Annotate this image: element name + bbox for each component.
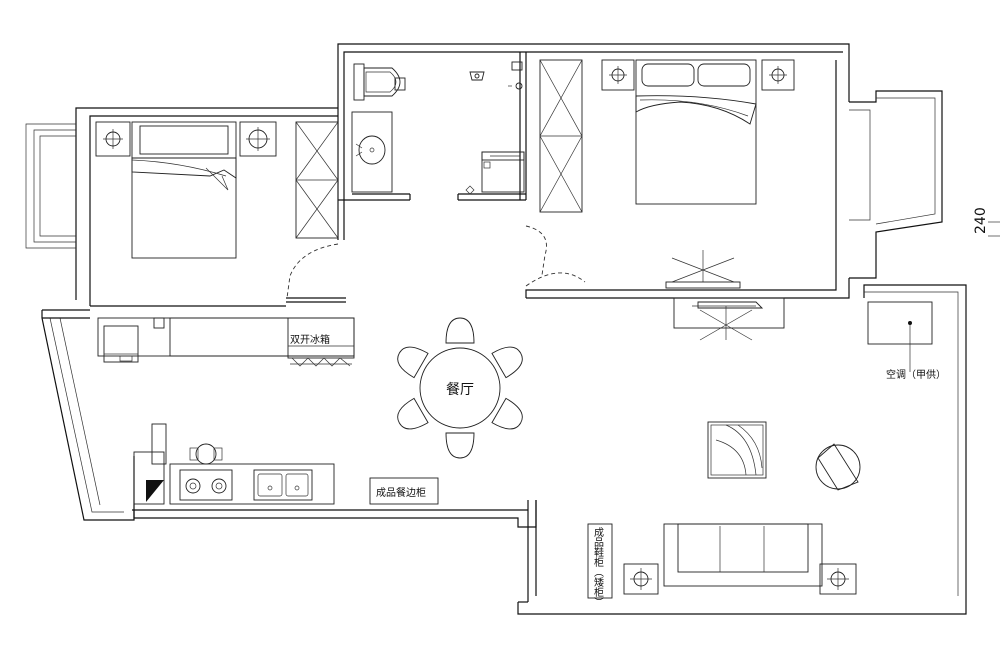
dining-table <box>397 317 523 459</box>
bed-right <box>635 59 757 205</box>
shoe-cabinet-label: 成品鞋柜（矮柜） <box>592 527 604 607</box>
ac-label: 空调（甲供） <box>886 368 946 381</box>
wardrobe-left <box>295 121 339 239</box>
washing-machine-icon <box>465 151 525 195</box>
left-bedroom <box>95 121 339 299</box>
lamp-icon <box>819 563 857 595</box>
dining-room-label: 餐厅 <box>446 382 474 398</box>
sink-icon <box>253 469 313 501</box>
toilet-icon <box>353 63 406 101</box>
nightstand-icon <box>761 59 795 91</box>
nightstand-icon <box>601 59 635 91</box>
washbasin-icon <box>351 111 393 193</box>
stove-icon <box>179 443 233 501</box>
wardrobe-right <box>539 59 583 213</box>
bed-left <box>131 121 237 259</box>
lamp-icon <box>665 250 741 289</box>
sofa-icon <box>663 523 823 587</box>
dimension-label: 240 <box>973 207 989 234</box>
lamp-icon <box>623 563 659 595</box>
fridge-label: 双开冰箱 <box>290 333 330 346</box>
armchair-icon <box>815 443 861 491</box>
kitchen <box>97 317 439 505</box>
right-bedroom <box>525 59 795 289</box>
coffee-table-icon <box>707 421 767 479</box>
ac-unit-icon <box>867 301 933 345</box>
shower-icon <box>469 61 523 90</box>
bathroom <box>338 52 547 276</box>
outer-walls <box>25 43 967 615</box>
sideboard-label: 成品餐边柜 <box>376 486 426 499</box>
tv-unit <box>673 297 785 341</box>
fridge-icon <box>287 317 355 367</box>
nightstand-icon <box>95 121 131 157</box>
nightstand-icon <box>239 121 277 157</box>
dimension-mark <box>988 221 1000 237</box>
living-room <box>587 301 933 599</box>
